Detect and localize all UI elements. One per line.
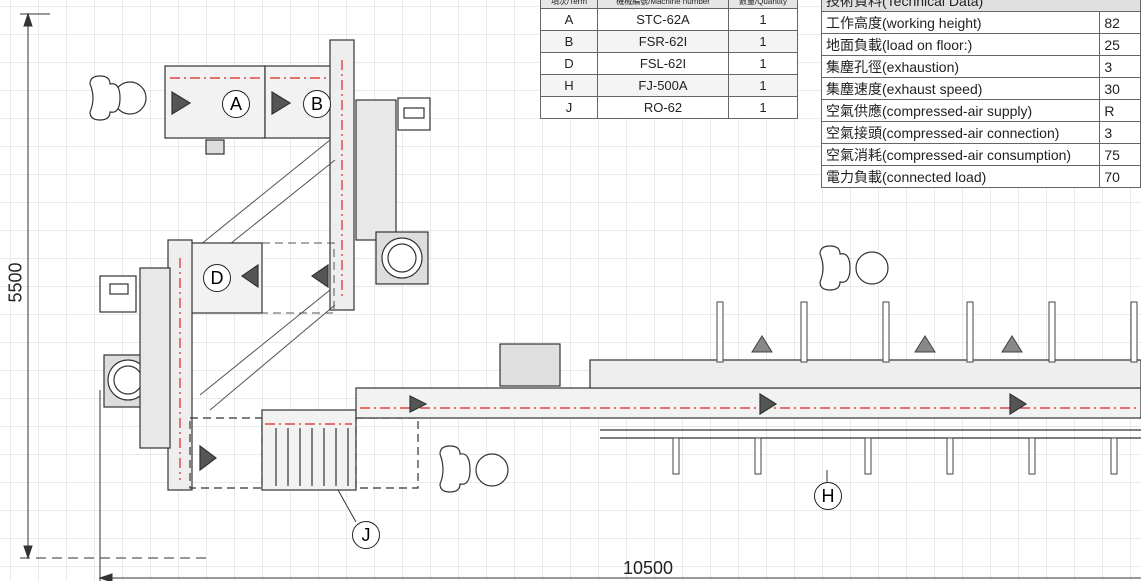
tech-value: 70 [1099,165,1141,188]
tech-label: 空氣消耗(compressed-air consumption) [820,143,1101,166]
support-rails [672,301,1138,475]
qty-cell: 1 [728,96,798,119]
callout-leaders [337,470,828,523]
technical-data-title: 技術資料(Technical Data) [821,0,1141,12]
table-row: 集塵速度(exhaust speed)30 [820,77,1141,100]
qty-cell: 1 [728,52,798,75]
machine-d [99,239,329,491]
tech-value: 75 [1099,143,1141,166]
technical-data-title-row: 技術資料(Technical Data) [821,0,1141,12]
model-cell: STC-62A [597,8,729,31]
table-row: 集塵孔徑(exhaustion)3 [820,55,1141,78]
table-row: H FJ-500A 1 [540,74,798,97]
callout-d: D [203,264,231,292]
callout-j: J [352,521,380,549]
machine-h [355,343,1141,439]
term-cell: B [540,30,598,53]
qty-cell: 1 [728,8,798,31]
machine-b [264,39,431,311]
tech-value: 25 [1099,33,1141,56]
tech-label: 空氣接頭(compressed-air connection) [820,121,1101,144]
table-row: J RO-62 1 [540,96,798,119]
term-cell: H [540,74,598,97]
tech-label: 集塵孔徑(exhaustion) [820,55,1101,78]
callout-h: H [814,482,842,510]
width-dimension-label: 10500 [623,558,674,578]
table-header-row: 項次/Term 機械編號/Machine number 數量/Quantity [540,0,798,9]
tech-value: R [1099,99,1141,122]
table-row: 地面負載(load on floor:)25 [820,33,1141,56]
header-quantity: 數量/Quantity [728,0,798,9]
tech-label: 電力負載(connected load) [820,165,1101,188]
model-cell: FSL-62I [597,52,729,75]
term-cell: A [540,8,598,31]
model-cell: FSR-62I [597,30,729,53]
table-row: 電力負載(connected load)70 [820,165,1141,188]
header-term: 項次/Term [540,0,598,9]
tech-value: 30 [1099,77,1141,100]
dimension-lines [20,12,1141,581]
tech-value: 82 [1099,11,1141,34]
operator-icon-center [819,245,889,291]
table-row: B FSR-62I 1 [540,30,798,53]
table-row: A STC-62A 1 [540,8,798,31]
qty-cell: 1 [728,30,798,53]
callout-a: A [222,90,250,118]
callout-b: B [303,90,331,118]
operator-icons [89,75,889,493]
table-row: 工作高度(working height)82 [820,11,1141,34]
height-dimension-label: 5500 [5,262,26,303]
table-row: 空氣接頭(compressed-air connection)3 [820,121,1141,144]
table-row: 空氣消耗(compressed-air consumption)75 [820,143,1141,166]
qty-cell: 1 [728,74,798,97]
tech-label: 集塵速度(exhaust speed) [820,77,1101,100]
term-cell: D [540,52,598,75]
machine-j [189,409,419,491]
tech-value: 3 [1099,121,1141,144]
machine-list-table: 項次/Term 機械編號/Machine number 數量/Quantity … [540,0,798,119]
tech-label: 工作高度(working height) [820,11,1101,34]
model-cell: FJ-500A [597,74,729,97]
tech-value: 3 [1099,55,1141,78]
model-cell: RO-62 [597,96,729,119]
operator-icon-bottom [439,445,509,493]
technical-data-table: 技術資料(Technical Data) 工作高度(working height… [820,0,1141,188]
table-row: D FSL-62I 1 [540,52,798,75]
tech-label: 空氣供應(compressed-air supply) [820,99,1101,122]
term-cell: J [540,96,598,119]
header-machine-number: 機械編號/Machine number [597,0,729,9]
table-row: 空氣供應(compressed-air supply)R [820,99,1141,122]
tech-label: 地面負載(load on floor:) [820,33,1101,56]
operator-icon-top-left [89,75,147,121]
